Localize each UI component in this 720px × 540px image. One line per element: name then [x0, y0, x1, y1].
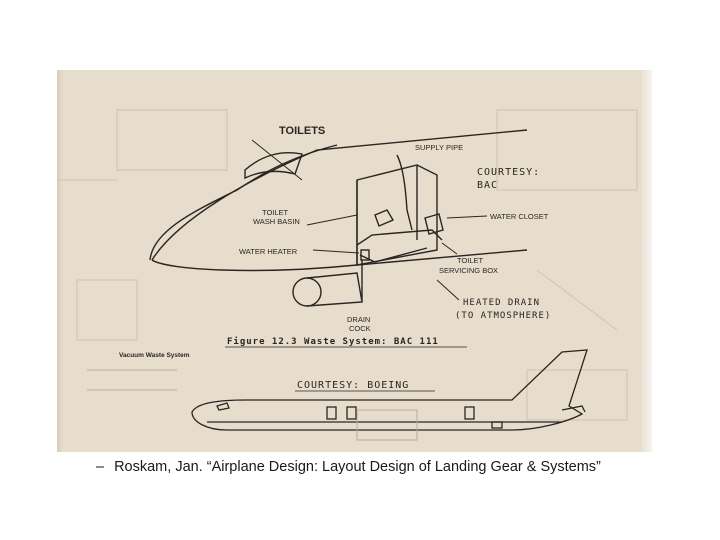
plumbing-lines: [356, 154, 444, 302]
citation-text: Roskam, Jan. “Airplane Design: Layout De…: [114, 459, 601, 475]
label-drain: DRAIN: [347, 315, 370, 324]
label-supply-pipe: SUPPLY PIPE: [415, 143, 463, 152]
background-ghost-lines-lower: [87, 369, 418, 441]
heated-drain-line1: HEATED DRAIN: [463, 298, 540, 308]
waste-system-diagram: TOILETS SUPPLY PIPE COURTESY: BAC TOILET…: [57, 109, 638, 441]
courtesy-boeing: COURTESY: BOEING: [297, 380, 409, 391]
label-water-closet: WATER CLOSET: [490, 212, 549, 221]
leader-lines: [251, 139, 488, 301]
figure-title: TOILETS: [279, 125, 325, 137]
background-ghost-lines: [57, 109, 638, 421]
vacuum-system-label: Vacuum Waste System: [119, 352, 190, 359]
label-water-heater: WATER HEATER: [239, 247, 298, 256]
scanned-figure: TOILETS SUPPLY PIPE COURTESY: BAC TOILET…: [57, 70, 652, 452]
scan-shadow-edge: [57, 70, 63, 452]
courtesy-bac-line2: BAC: [477, 180, 498, 191]
fuselage-outline: [149, 129, 528, 307]
citation: –Roskam, Jan. “Airplane Design: Layout D…: [96, 459, 601, 475]
boeing-airplane-side-view: [191, 349, 588, 431]
label-toilet-2: TOILET: [457, 256, 484, 265]
label-wash-basin: WASH BASIN: [253, 217, 300, 226]
label-cock: COCK: [349, 324, 371, 333]
label-servicing-box: SERVICING BOX: [439, 266, 498, 275]
figure-caption: Figure 12.3 Waste System: BAC 111: [227, 336, 439, 347]
heated-drain-line2: (TO ATMOSPHERE): [455, 311, 551, 321]
citation-bullet: –: [96, 459, 105, 475]
scan-page-edge: [642, 70, 652, 452]
courtesy-bac-line1: COURTESY:: [477, 167, 540, 178]
label-toilet: TOILET: [262, 208, 289, 217]
